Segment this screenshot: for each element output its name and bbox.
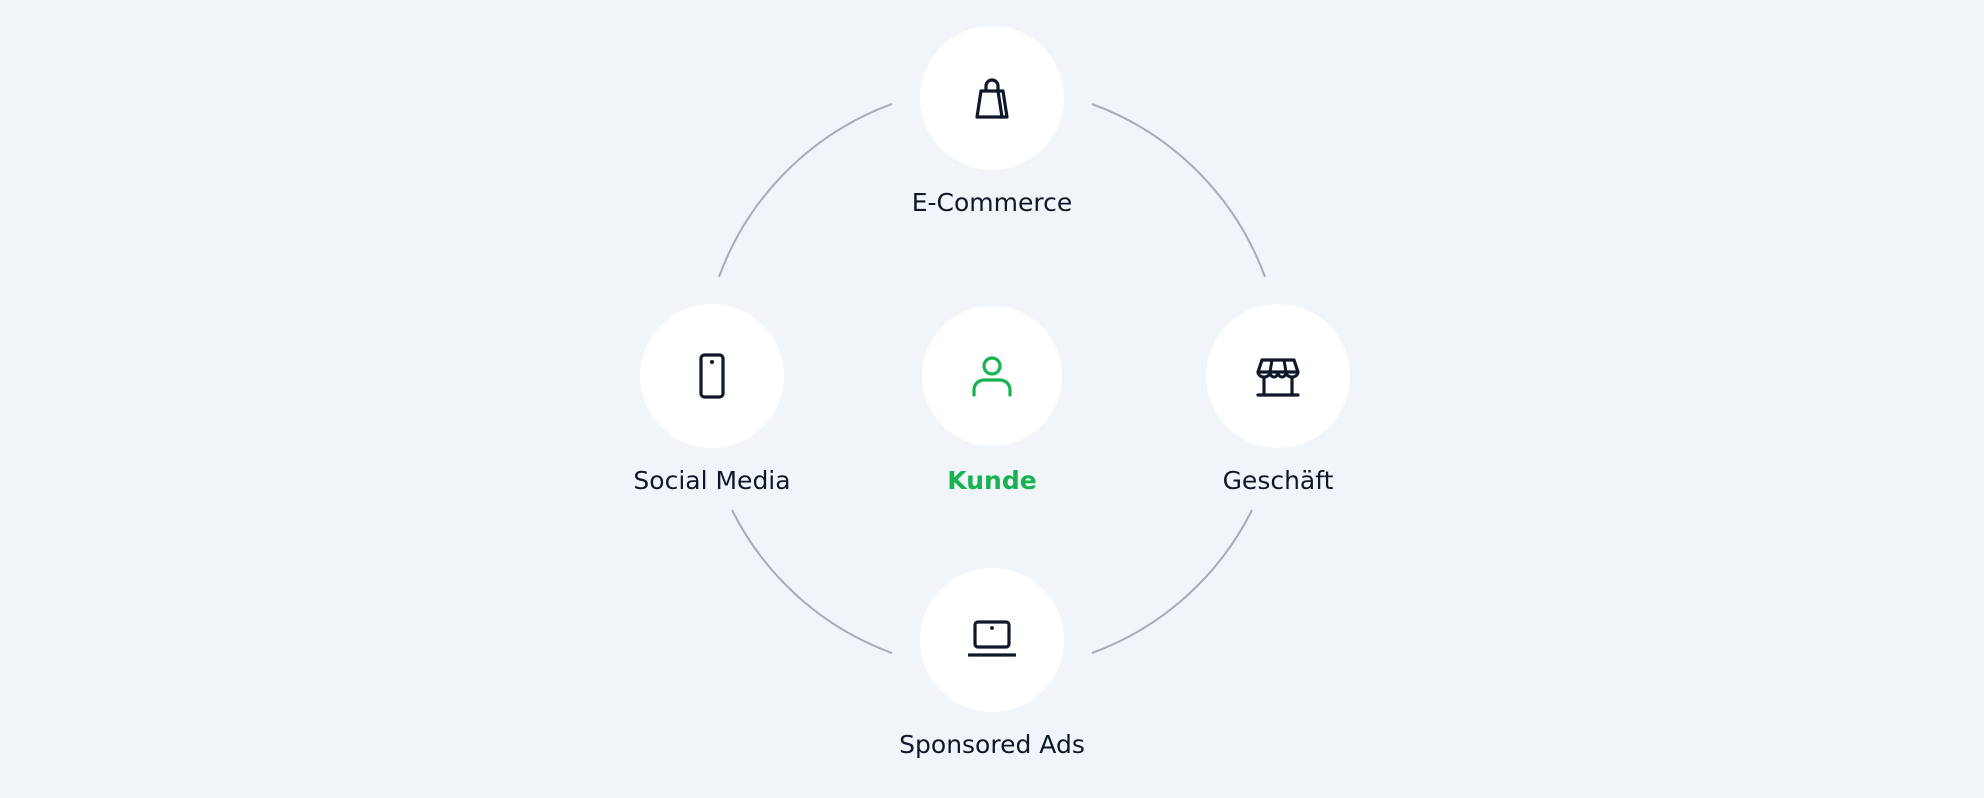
node-label: Geschäft xyxy=(1222,466,1334,495)
node-label: Social Media xyxy=(633,466,791,495)
node-geschaeft: Geschäft xyxy=(1158,304,1398,534)
node-sponsored-ads: Sponsored Ads xyxy=(872,568,1112,798)
node-circle xyxy=(640,304,784,448)
node-circle xyxy=(922,306,1062,446)
laptop-icon xyxy=(968,616,1016,664)
node-circle xyxy=(920,26,1064,170)
node-label: Kunde xyxy=(947,466,1037,495)
node-circle xyxy=(1206,304,1350,448)
user-icon xyxy=(968,352,1016,400)
arc-top-left xyxy=(718,103,893,278)
node-label: E-Commerce xyxy=(911,188,1073,217)
node-social-media: Social Media xyxy=(592,304,832,534)
arc-top-right xyxy=(1091,103,1266,278)
storefront-icon xyxy=(1254,352,1302,400)
node-e-commerce: E-Commerce xyxy=(872,26,1112,256)
arc-bottom-right xyxy=(1091,509,1253,654)
node-label: Sponsored Ads xyxy=(899,730,1085,759)
smartphone-icon xyxy=(688,352,736,400)
arc-bottom-left xyxy=(731,509,893,654)
node-circle xyxy=(920,568,1064,712)
shopping-bag-icon xyxy=(968,74,1016,122)
node-kunde: Kunde xyxy=(872,306,1112,536)
